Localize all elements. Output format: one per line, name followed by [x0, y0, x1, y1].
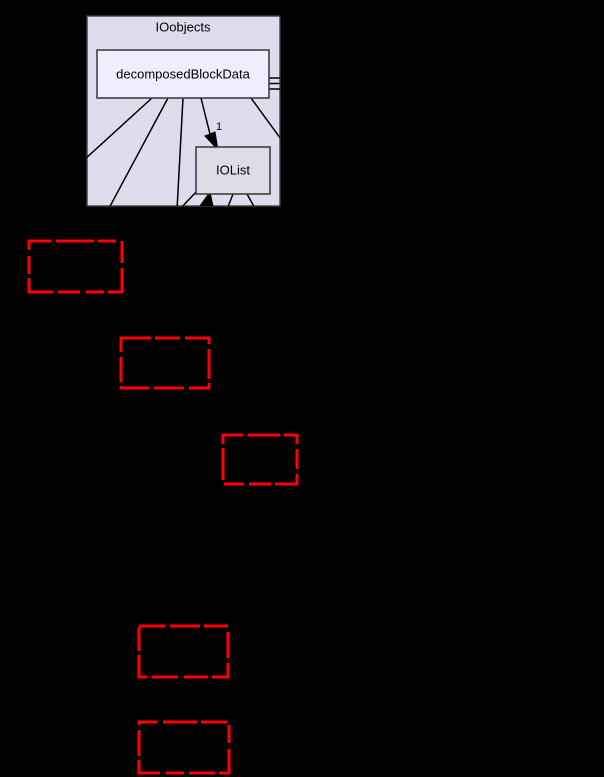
arrowhead	[199, 190, 214, 206]
node-label: decomposedBlockData	[116, 66, 250, 81]
clipped-node-box[interactable]	[119, 336, 211, 390]
edge-line	[176, 97, 184, 206]
clipped-node-box[interactable]	[27, 239, 124, 294]
edge-line	[109, 97, 169, 206]
clipped-node-box[interactable]	[137, 720, 231, 775]
edge-decomposedBlockData-to-IOList: 1	[200, 97, 222, 152]
node-decomposedBlockData[interactable]: decomposedBlockData	[96, 49, 270, 99]
node-box[interactable]	[195, 146, 271, 195]
clipped-node-box[interactable]	[137, 624, 230, 679]
edge-line	[181, 190, 198, 206]
edge-line	[200, 97, 212, 139]
edge-line	[87, 97, 153, 159]
node-IOList[interactable]: IOList	[195, 146, 271, 195]
clipped-nodes-group	[27, 239, 299, 775]
node-label: IOList	[216, 162, 250, 177]
edge-line	[227, 193, 234, 206]
arrowhead	[204, 131, 219, 152]
edge-line	[246, 193, 255, 206]
edge-label-count: 1	[216, 121, 222, 133]
edge-group	[87, 77, 280, 206]
clipped-node-box[interactable]	[221, 433, 299, 486]
node-box[interactable]	[96, 49, 270, 99]
cluster-title: IOobjects	[156, 19, 211, 34]
edge-line	[250, 97, 280, 140]
